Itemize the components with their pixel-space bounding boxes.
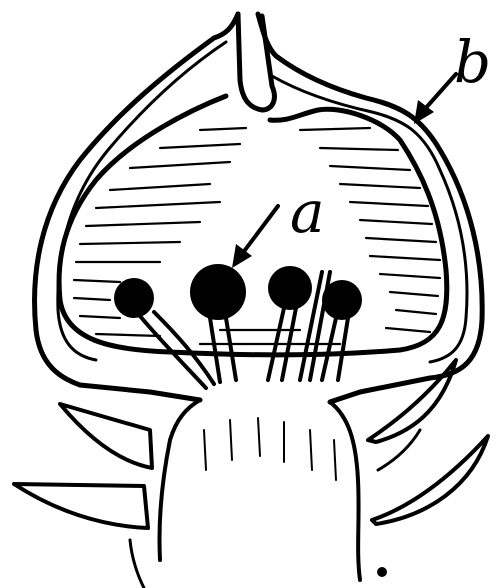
left-bract-lower: [14, 484, 148, 528]
ovule-2: [190, 264, 246, 320]
receptacle-fibres: [204, 418, 336, 480]
left-bract-upper: [60, 404, 152, 468]
right-stalk-dot: [377, 567, 387, 577]
right-bract-lower: [372, 436, 488, 524]
ovule-1: [114, 278, 154, 318]
arrow-a: [232, 206, 278, 268]
ovule-3: [268, 266, 312, 310]
label-a: a: [290, 178, 325, 246]
left-lower-stalk: [130, 540, 144, 588]
right-bract-inner: [378, 430, 420, 470]
label-b: b: [454, 28, 491, 96]
style-beak: [238, 14, 274, 110]
arrow-b: [414, 74, 456, 124]
right-bract-upper: [368, 360, 456, 442]
outer-wall-inner-line: [58, 42, 467, 362]
receptacle: [159, 400, 360, 580]
